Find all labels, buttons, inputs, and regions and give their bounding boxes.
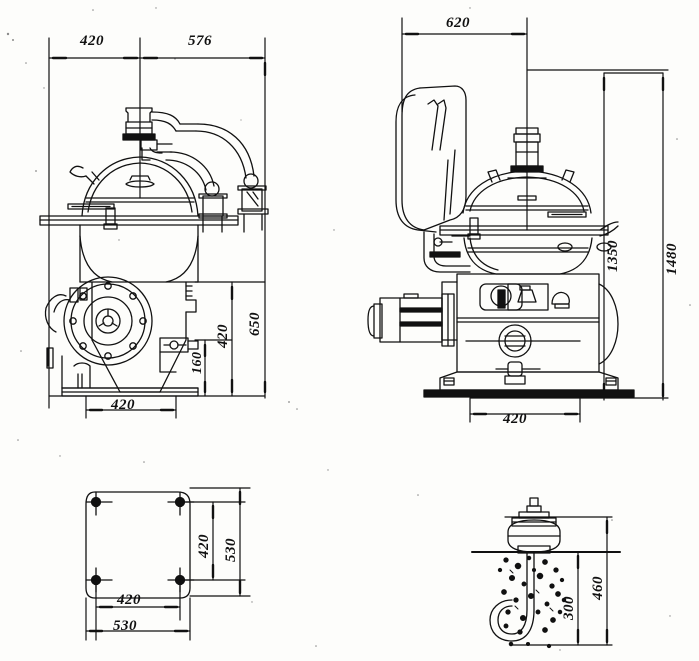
dim-side-1350: 1350: [605, 240, 621, 272]
dim-side-620: 620: [446, 15, 470, 31]
plan-dimension-lines: [85, 487, 251, 641]
foundation-bolt-detail-view: [471, 497, 621, 649]
dim-front-bottom-420: 420: [110, 397, 135, 413]
anchor-j-bolt: [489, 551, 535, 642]
dim-plan-420-v: 420: [196, 534, 212, 559]
dim-plan-530-h: 530: [113, 618, 137, 634]
dim-side-1480: 1480: [664, 243, 680, 275]
dim-detail-460: 460: [590, 576, 606, 601]
frame-base: [61, 337, 199, 397]
side-spindle-neck: [510, 127, 544, 173]
side-base-feet: [423, 242, 635, 398]
side-bowl-hood: [462, 166, 592, 218]
inlet-neck: [122, 107, 199, 141]
dim-side-bottom-420: 420: [502, 411, 527, 427]
base-plan-view: [85, 487, 251, 641]
dim-front-420-v: 420: [215, 324, 231, 349]
dim-front-top-left: 420: [79, 33, 104, 49]
bowl-frame-band: [39, 207, 239, 283]
bowl-hood: [67, 156, 199, 217]
bolt-head-assembly: [507, 497, 561, 554]
frame-bracket: [423, 231, 471, 273]
front-elevation-view: [39, 37, 269, 419]
front-dimension-arrows: [51, 56, 267, 412]
hinged-hood-cover: [395, 85, 467, 233]
side-elevation-view: [367, 17, 669, 423]
plan-dimension-arrows: [88, 490, 242, 633]
drive-flange: [44, 276, 153, 369]
dim-front-top-right: 576: [188, 33, 212, 49]
dim-plan-420-h: 420: [116, 592, 141, 608]
concrete-hatch-marks: [509, 569, 554, 612]
dim-front-650: 650: [247, 312, 263, 336]
dim-detail-300: 300: [561, 596, 577, 621]
concrete-aggregate: [497, 555, 567, 649]
dim-front-160: 160: [190, 352, 205, 375]
scan-speckles: [6, 7, 691, 651]
drive-motor: [367, 293, 455, 347]
dim-plan-530-v: 530: [223, 538, 239, 562]
side-clamp-band: [439, 217, 619, 243]
concrete-foundation: [497, 555, 567, 649]
detail-dimension-arrows: [576, 519, 609, 644]
